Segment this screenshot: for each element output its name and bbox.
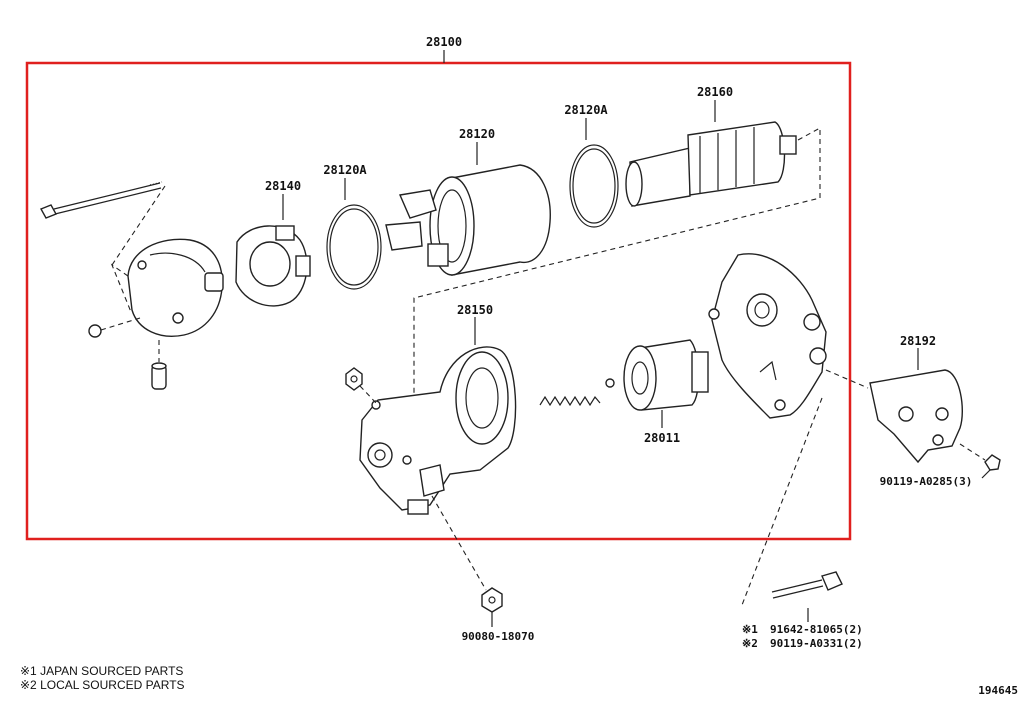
terminal-nut[interactable]: [481, 587, 503, 613]
o-ring-right[interactable]: [569, 144, 619, 228]
marker-1: ※1: [742, 623, 758, 636]
drive-housing[interactable]: [708, 253, 827, 419]
p90080-18070-label[interactable]: 90080-18070: [462, 630, 535, 643]
starter-cover[interactable]: [869, 369, 963, 464]
mount-bolt-leader-dashed: [741, 397, 823, 606]
p90119-A0285-label[interactable]: 90119-A0285(3): [880, 475, 973, 488]
marker-2: ※2: [742, 637, 758, 650]
brush-holder[interactable]: [235, 225, 311, 307]
p28150-label[interactable]: 28150: [457, 303, 493, 317]
assembly-box: [25, 61, 852, 541]
note-japan-sourced: ※1 JAPAN SOURCED PARTS: [20, 664, 183, 678]
p28120A-right-label[interactable]: 28120A: [564, 103, 608, 117]
p28011-label[interactable]: 28011: [644, 431, 680, 445]
yoke[interactable]: [385, 164, 551, 276]
bolt-leader: [111, 185, 166, 266]
p28120-label[interactable]: 28120: [459, 127, 495, 141]
field-frame-housing[interactable]: [359, 346, 517, 515]
p91642-81065-label[interactable]: 91642-81065(2): [770, 623, 863, 636]
armature-leader: [413, 127, 821, 412]
p28192-label[interactable]: 28192: [900, 334, 936, 348]
cover-leader: [825, 369, 869, 389]
starter-clutch[interactable]: [623, 339, 709, 411]
assembly-part-number[interactable]: 28100: [426, 35, 462, 49]
note-local-sourced: ※2 LOCAL SOURCED PARTS: [20, 678, 185, 692]
p28140-label[interactable]: 28140: [265, 179, 301, 193]
cover-bolt[interactable]: [959, 443, 1001, 471]
p90119-A0331-label[interactable]: 90119-A0331(2): [770, 637, 863, 650]
frame-cap[interactable]: [151, 340, 167, 390]
housing-nut[interactable]: [345, 367, 379, 406]
mounting-bolt[interactable]: [771, 571, 843, 599]
through-bolt[interactable]: [40, 181, 163, 219]
armature[interactable]: [625, 121, 797, 207]
end-frame[interactable]: [127, 238, 224, 337]
frame-screw[interactable]: [88, 317, 141, 338]
diagram-id: 194645: [978, 684, 1018, 697]
nut-leader-dashed: [431, 495, 487, 591]
o-ring-left[interactable]: [326, 204, 382, 290]
cover-bolt-leader: [981, 469, 991, 479]
end-frame-leader: [110, 263, 132, 313]
p28120A-left-label[interactable]: 28120A: [323, 163, 367, 177]
drive-spring[interactable]: [539, 378, 615, 407]
p28160-label[interactable]: 28160: [697, 85, 733, 99]
